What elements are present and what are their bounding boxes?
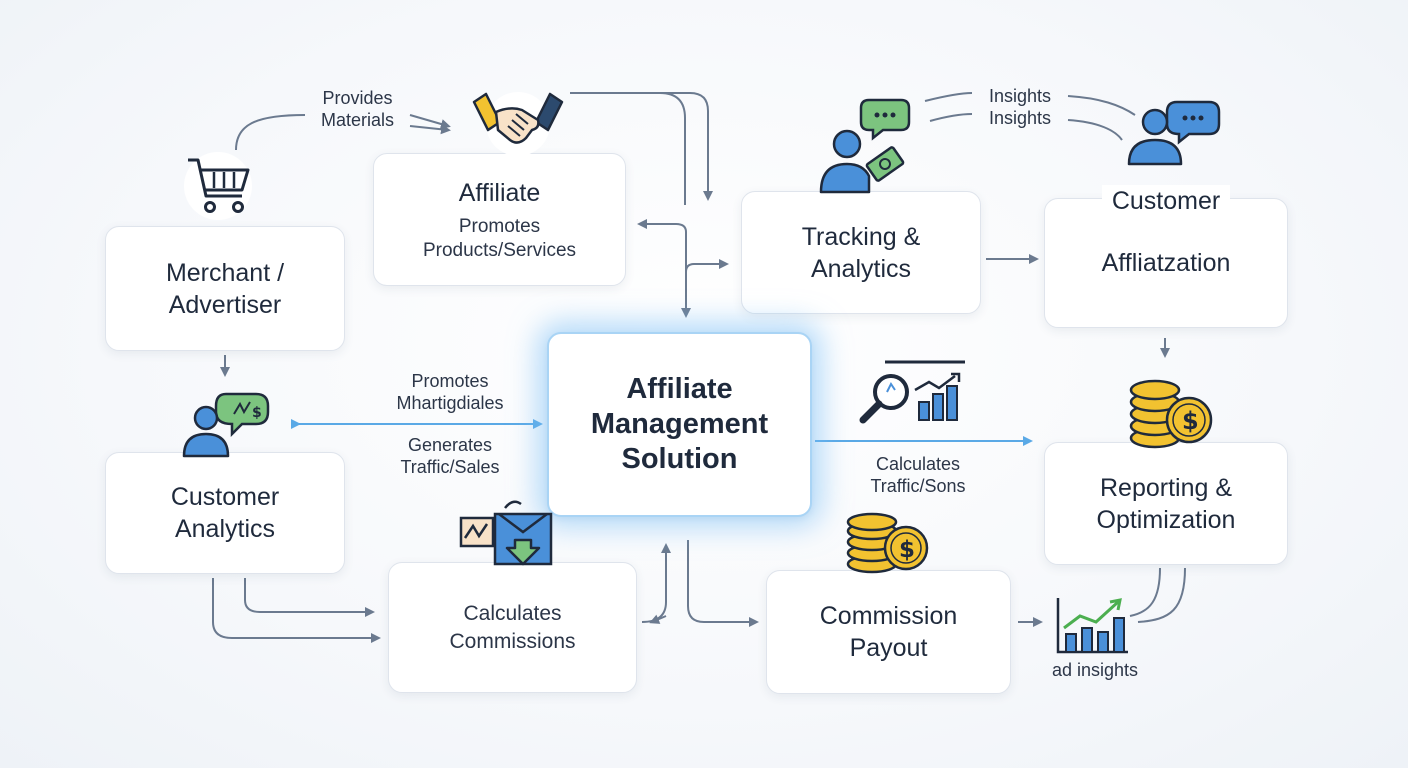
- node-affiliate[interactable]: Affiliate Promotes Products/Services: [373, 153, 626, 286]
- coin-stack-icon: $: [1129, 379, 1213, 449]
- edge-reporting-to-trend-1: [1129, 567, 1161, 617]
- customer-aff-title: Customer: [1101, 185, 1231, 217]
- svg-text:$: $: [1182, 407, 1199, 435]
- generates-line1: Generates: [407, 435, 493, 455]
- customer-analytics-line1: Customer: [170, 483, 280, 511]
- label-promotes: Promotes Mhartigdiales: [375, 370, 525, 414]
- node-affiliate-management-solution[interactable]: Affiliate Management Solution: [547, 332, 812, 517]
- edge-reporting-to-trend-2: [1137, 567, 1186, 623]
- promotes-line2: Mhartigdiales: [396, 393, 504, 413]
- user-with-cash-icon: [819, 98, 911, 194]
- edge-junction-to-tracking: [685, 259, 729, 273]
- insights-line2: Insights: [988, 108, 1052, 128]
- svg-text:$: $: [252, 405, 262, 421]
- calculates-line1: Calculates: [875, 454, 961, 474]
- calc-line2: Commissions: [449, 629, 576, 653]
- edge-center-to-affiliate: [637, 219, 687, 250]
- calc-line1: Calculates: [463, 601, 562, 625]
- edge-center-to-commission: [687, 540, 759, 627]
- provides-line1: Provides: [322, 88, 393, 108]
- coin-stack-icon-2: $: [846, 512, 929, 574]
- node-customer-affiliatization[interactable]: Customer Affliatzation: [1044, 185, 1288, 328]
- commission-line2: Payout: [849, 634, 928, 662]
- user-chat-icon: [1127, 100, 1221, 166]
- center-line1: Affiliate: [626, 373, 733, 405]
- edge-top-branch: [659, 92, 686, 205]
- label-insights: Insights Insights: [972, 85, 1068, 129]
- node-merchant-advertiser[interactable]: Merchant / Advertiser: [105, 226, 345, 351]
- generates-line2: Traffic/Sales: [400, 457, 500, 477]
- customer-aff-sub: Affliatzation: [1101, 249, 1231, 277]
- provides-line2: Materials: [320, 110, 395, 130]
- edge-analytics-to-calc-2: [212, 578, 381, 643]
- customer-analytics-line2: Analytics: [174, 515, 276, 543]
- chart-magnifier-icon: [859, 360, 965, 424]
- tracking-line2: Analytics: [810, 254, 912, 283]
- affiliate-sub2: Products/Services: [422, 239, 577, 261]
- label-ad-insights: ad insights: [1051, 660, 1139, 680]
- label-generates: Generates Traffic/Sales: [375, 434, 525, 478]
- edge-insights-to-customer-1: [1067, 95, 1136, 116]
- node-calculates-commissions[interactable]: Calculates Commissions: [388, 562, 637, 693]
- promotes-line1: Promotes: [411, 371, 489, 391]
- merchant-line1: Merchant /: [165, 258, 285, 287]
- merchant-line2: Advertiser: [168, 290, 282, 319]
- node-commission-payout[interactable]: Commission Payout: [766, 570, 1011, 694]
- edge-merchant-to-provides: [235, 114, 306, 151]
- download-chart-icon: [459, 500, 553, 566]
- edge-analytics-to-calc-1: [244, 578, 375, 617]
- edge-user-to-insights-1: [924, 92, 973, 102]
- node-tracking-analytics[interactable]: Tracking & Analytics: [741, 191, 981, 314]
- edge-user-to-insights-2: [929, 113, 973, 122]
- affiliate-sub1: Promotes: [458, 215, 541, 237]
- trend-chart-icon: [1056, 598, 1128, 654]
- center-line2: Management: [590, 408, 769, 440]
- commission-line1: Commission: [819, 602, 958, 630]
- handshake-icon: [472, 92, 564, 156]
- tracking-line1: Tracking &: [801, 222, 921, 251]
- edge-top-to-tracking: [570, 92, 713, 201]
- edge-provides-to-affiliate-2: [409, 124, 451, 135]
- edge-calc-to-center: [641, 543, 671, 623]
- svg-text:$: $: [899, 537, 915, 563]
- node-customer-analytics[interactable]: Customer Analytics: [105, 452, 345, 574]
- edge-center-to-calc-head: [649, 614, 667, 624]
- shopping-cart-icon: [184, 152, 252, 220]
- node-reporting-optimization[interactable]: Reporting & Optimization: [1044, 442, 1288, 565]
- label-calculates: Calculates Traffic/Sons: [848, 453, 988, 497]
- reporting-line2: Optimization: [1096, 505, 1236, 534]
- affiliate-title: Affiliate: [458, 178, 541, 207]
- edge-provides-to-affiliate: [409, 114, 451, 129]
- insights-line1: Insights: [988, 86, 1052, 106]
- user-dollar-chat-icon: $: [182, 392, 270, 458]
- label-provides-materials: Provides Materials: [305, 87, 410, 131]
- edge-insights-to-customer-2: [1067, 119, 1123, 141]
- calculates-line2: Traffic/Sons: [870, 476, 966, 496]
- center-line3: Solution: [621, 443, 738, 475]
- reporting-line1: Reporting &: [1099, 473, 1233, 502]
